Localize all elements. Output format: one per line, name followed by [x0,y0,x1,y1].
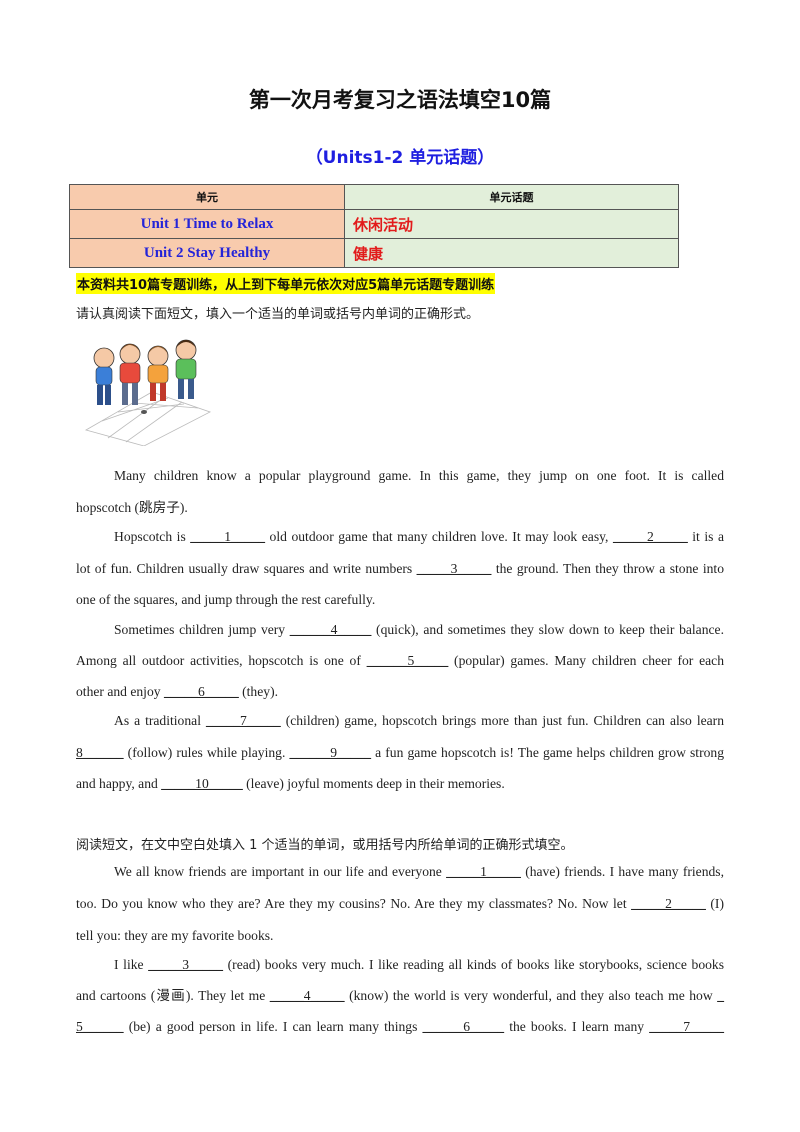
topic-cell: 健康 [344,238,679,268]
blank-1[interactable]: _____1_____ [190,529,266,544]
topic-cell: 休闲活动 [344,209,679,239]
blank-8[interactable]: 8______ [76,745,124,760]
p1-line6: Sometimes children jump very ______4____… [76,622,724,638]
text: (have) friends. I have many friends, [520,864,724,879]
child-figure [175,339,197,399]
blank-6[interactable]: _____6_____ [163,684,239,699]
text: Sometimes children jump very [114,622,290,637]
p2-line2: too. Do you know who they are? Are they … [76,896,724,912]
text: and cartoons (漫画). They let me [76,988,270,1003]
p2-line3: tell you: they are my favorite books. [76,928,274,943]
children-playing-hopscotch-illustration [84,339,212,446]
text: a fun game hopscotch is! The game helps … [371,745,724,760]
child-figure [147,345,169,401]
p1-line3: Hopscotch is _____1_____ old outdoor gam… [76,529,724,545]
table-row: Unit 1 Time to Relax 休闲活动 [69,209,679,239]
p1-line8: other and enjoy _____6_____ (they). [76,684,724,700]
text: (be) a good person in life. I can learn … [123,1019,423,1034]
blank-7[interactable]: _____7_____ [649,1019,724,1034]
blank-2[interactable]: _____2_____ [612,529,688,544]
blank-1[interactable]: _____1_____ [446,864,521,879]
text: (know) the world is very wonderful, and … [344,988,718,1003]
passage2-instruction: 阅读短文，在文中空白处填入 1 个适当的单词，或用括号内所给单词的正确形式填空。 [76,838,574,853]
child-figure [119,343,141,405]
blank-3[interactable]: _____3_____ [416,561,492,576]
hopscotch-grid [84,391,212,446]
text: old outdoor game that many children love… [265,529,613,544]
blank-10[interactable]: _____10_____ [161,776,243,791]
blank-6[interactable]: ______6_____ [422,1019,505,1034]
child-figure [93,347,115,405]
p2-line1: We all know friends are important in our… [76,864,724,880]
unit-cell: Unit 2 Stay Healthy [69,238,345,268]
page-subtitle: （Units1-2 单元话题） [305,148,495,168]
text: (children) game, hopscotch brings more t… [280,713,724,728]
text: (read) books very much. I like reading a… [223,957,724,972]
blank-4[interactable]: ______4_____ [289,622,372,637]
text: too. Do you know who they are? Are they … [76,896,632,911]
blank-2[interactable]: _____2_____ [631,896,706,911]
p1-line2: hopscotch (跳房子). [76,500,188,515]
header-topic: 单元话题 [344,184,679,210]
p1-line4: lot of fun. Children usually draw square… [76,561,724,577]
blank-3[interactable]: _____3_____ [148,957,223,972]
p1-line7: Among all outdoor activities, hopscotch … [76,653,724,669]
text: it is a [687,529,724,544]
p2-line6: 5______ (be) a good person in life. I ca… [76,1019,724,1035]
blank-9[interactable]: ______9_____ [289,745,372,760]
p1-line9: As a traditional _____7_____ (children) … [76,713,724,729]
text: the books. I learn many [504,1019,650,1034]
text: (quick), and sometimes they slow down to… [371,622,724,637]
unit-cell: Unit 1 Time to Relax [69,209,345,239]
text: (I) [705,896,724,911]
p1-line10: 8______ (follow) rules while playing. __… [76,745,724,761]
blank-4[interactable]: _____4_____ [269,988,345,1003]
p1-line5: one of the squares, and jump through the… [76,592,376,607]
stone-icon [141,410,147,414]
page-title: 第一次月考复习之语法填空10篇 [248,88,552,112]
passage1-instruction: 请认真阅读下面短文，填入一个适当的单词或括号内单词的正确形式。 [76,307,480,322]
blank-7[interactable]: _____7_____ [205,713,281,728]
units-table: 单元 单元话题 Unit 1 Time to Relax 休闲活动 Unit 2… [69,184,679,268]
blank-5[interactable]: ______5_____ [366,653,449,668]
p2-line5: and cartoons (漫画). They let me _____4___… [76,988,724,1004]
blank-underline: _ [717,988,725,1003]
header-unit: 单元 [69,184,345,210]
text: I like [114,957,149,972]
text: other and enjoy [76,684,164,699]
p1-line1: Many children know a popular playground … [114,468,724,483]
table-row: Unit 2 Stay Healthy 健康 [69,238,679,268]
text: (leave) joyful moments deep in their mem… [242,776,505,791]
p1-line11: and happy, and _____10_____ (leave) joyf… [76,776,724,792]
text: (follow) rules while playing. [123,745,290,760]
text: lot of fun. Children usually draw square… [76,561,417,576]
text: (they). [238,684,278,699]
table-header-row: 单元 单元话题 [69,184,679,210]
highlight-note: 本资料共10篇专题训练，从上到下每单元依次对应5篇单元话题专题训练 [76,273,496,294]
text: (popular) games. Many children cheer for… [448,653,724,668]
text: Hopscotch is [114,529,191,544]
text: Among all outdoor activities, hopscotch … [76,653,367,668]
text: the ground. Then they throw a stone into [491,561,724,576]
text: We all know friends are important in our… [114,864,447,879]
text: As a traditional [114,713,206,728]
blank-5[interactable]: 5______ [76,1019,124,1034]
p2-line4: I like _____3_____ (read) books very muc… [76,957,724,973]
text: and happy, and [76,776,162,791]
